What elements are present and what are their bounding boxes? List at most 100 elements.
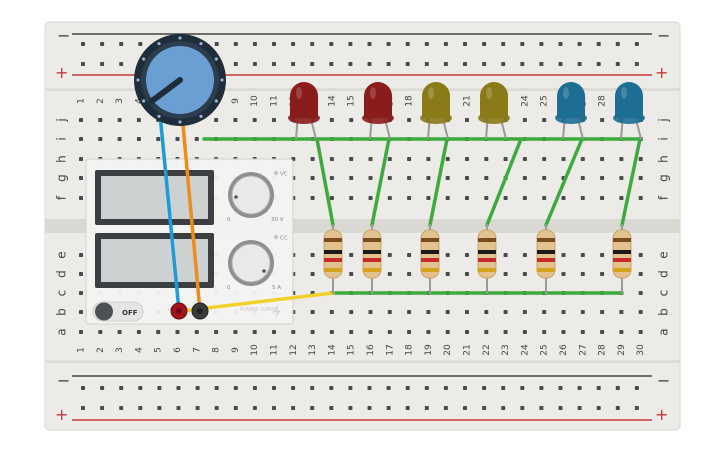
rail-hole[interactable] bbox=[367, 62, 372, 66]
terminal-hole[interactable] bbox=[600, 157, 605, 161]
terminal-hole[interactable] bbox=[79, 196, 83, 200]
terminal-hole[interactable] bbox=[619, 157, 624, 161]
terminal-hole[interactable] bbox=[310, 310, 315, 314]
terminal-hole[interactable] bbox=[349, 196, 354, 200]
terminal-hole[interactable] bbox=[465, 253, 469, 257]
terminal-hole[interactable] bbox=[194, 330, 199, 334]
rail-hole[interactable] bbox=[310, 42, 315, 46]
rail-hole[interactable] bbox=[100, 42, 105, 46]
terminal-hole[interactable] bbox=[445, 272, 450, 276]
rail-hole[interactable] bbox=[233, 386, 238, 390]
rail-hole[interactable] bbox=[386, 386, 391, 390]
green-wire[interactable] bbox=[428, 137, 449, 227]
rail-hole[interactable] bbox=[329, 42, 334, 46]
rail-hole[interactable] bbox=[367, 406, 372, 410]
terminal-hole[interactable] bbox=[310, 157, 315, 161]
terminal-hole[interactable] bbox=[638, 253, 643, 257]
terminal-hole[interactable] bbox=[252, 330, 257, 334]
terminal-hole[interactable] bbox=[600, 253, 605, 257]
rail-hole[interactable] bbox=[272, 386, 276, 390]
terminal-hole[interactable] bbox=[387, 310, 392, 314]
terminal-hole[interactable] bbox=[600, 118, 605, 122]
rail-hole[interactable] bbox=[310, 406, 315, 410]
rail-hole[interactable] bbox=[520, 386, 525, 390]
rail-hole[interactable] bbox=[100, 406, 105, 410]
terminal-hole[interactable] bbox=[445, 157, 450, 161]
rail-hole[interactable] bbox=[252, 62, 257, 66]
terminal-hole[interactable] bbox=[580, 310, 585, 314]
terminal-hole[interactable] bbox=[600, 310, 605, 314]
rail-hole[interactable] bbox=[443, 406, 448, 410]
terminal-hole[interactable] bbox=[580, 253, 585, 257]
terminal-hole[interactable] bbox=[368, 196, 373, 200]
rail-hole[interactable] bbox=[634, 406, 639, 410]
rail-hole[interactable] bbox=[119, 406, 124, 410]
rail-hole[interactable] bbox=[367, 42, 372, 46]
terminal-hole[interactable] bbox=[503, 310, 508, 314]
rail-hole[interactable] bbox=[252, 42, 257, 46]
rail-hole[interactable] bbox=[176, 386, 181, 390]
rail-hole[interactable] bbox=[157, 406, 162, 410]
rail-hole[interactable] bbox=[386, 62, 391, 66]
rail-hole[interactable] bbox=[214, 406, 219, 410]
rail-hole[interactable] bbox=[634, 386, 639, 390]
terminal-hole[interactable] bbox=[522, 196, 527, 200]
terminal-hole[interactable] bbox=[194, 137, 199, 141]
terminal-hole[interactable] bbox=[233, 118, 238, 122]
terminal-hole[interactable] bbox=[407, 157, 412, 161]
green-wire[interactable] bbox=[485, 137, 523, 227]
terminal-hole[interactable] bbox=[580, 157, 585, 161]
led-red[interactable] bbox=[362, 82, 394, 140]
terminal-hole[interactable] bbox=[522, 157, 527, 161]
terminal-hole[interactable] bbox=[368, 176, 373, 180]
terminal-hole[interactable] bbox=[349, 253, 354, 257]
terminal-hole[interactable] bbox=[561, 157, 566, 161]
terminal-hole[interactable] bbox=[136, 330, 141, 334]
rail-hole[interactable] bbox=[424, 42, 429, 46]
terminal-hole[interactable] bbox=[522, 310, 527, 314]
terminal-hole[interactable] bbox=[600, 196, 605, 200]
rail-hole[interactable] bbox=[577, 406, 582, 410]
rail-hole[interactable] bbox=[482, 42, 487, 46]
green-wire[interactable] bbox=[544, 137, 584, 227]
terminal-hole[interactable] bbox=[503, 272, 508, 276]
rail-hole[interactable] bbox=[558, 406, 563, 410]
terminal-hole[interactable] bbox=[349, 176, 354, 180]
terminal-hole[interactable] bbox=[329, 118, 334, 122]
rail-hole[interactable] bbox=[291, 62, 296, 66]
resistor[interactable] bbox=[362, 224, 382, 294]
rail-hole[interactable] bbox=[634, 42, 639, 46]
terminal-hole[interactable] bbox=[465, 330, 469, 334]
terminal-hole[interactable] bbox=[503, 157, 508, 161]
rail-hole[interactable] bbox=[463, 406, 467, 410]
terminal-hole[interactable] bbox=[175, 137, 180, 141]
terminal-hole[interactable] bbox=[465, 157, 469, 161]
voltage-knob[interactable] bbox=[231, 175, 271, 215]
rail-hole[interactable] bbox=[291, 406, 296, 410]
led-yellow[interactable] bbox=[478, 82, 510, 140]
rail-hole[interactable] bbox=[596, 62, 601, 66]
terminal-hole[interactable] bbox=[310, 330, 315, 334]
rail-hole[interactable] bbox=[405, 406, 410, 410]
rail-hole[interactable] bbox=[520, 42, 525, 46]
terminal-hole[interactable] bbox=[561, 196, 566, 200]
rail-hole[interactable] bbox=[405, 42, 410, 46]
rail-hole[interactable] bbox=[272, 406, 276, 410]
terminal-hole[interactable] bbox=[368, 330, 373, 334]
terminal-hole[interactable] bbox=[484, 330, 489, 334]
rail-hole[interactable] bbox=[482, 386, 487, 390]
terminal-hole[interactable] bbox=[619, 310, 624, 314]
terminal-hole[interactable] bbox=[503, 253, 508, 257]
terminal-hole[interactable] bbox=[310, 272, 315, 276]
terminal-hole[interactable] bbox=[619, 196, 624, 200]
rail-hole[interactable] bbox=[310, 386, 315, 390]
rail-hole[interactable] bbox=[463, 386, 467, 390]
rail-hole[interactable] bbox=[119, 62, 124, 66]
resistor[interactable] bbox=[420, 224, 440, 294]
terminal-hole[interactable] bbox=[156, 330, 161, 334]
green-wire[interactable] bbox=[370, 137, 391, 227]
rail-hole[interactable] bbox=[138, 42, 143, 46]
terminal-hole[interactable] bbox=[426, 196, 431, 200]
terminal-hole[interactable] bbox=[387, 272, 392, 276]
rail-hole[interactable] bbox=[405, 62, 410, 66]
